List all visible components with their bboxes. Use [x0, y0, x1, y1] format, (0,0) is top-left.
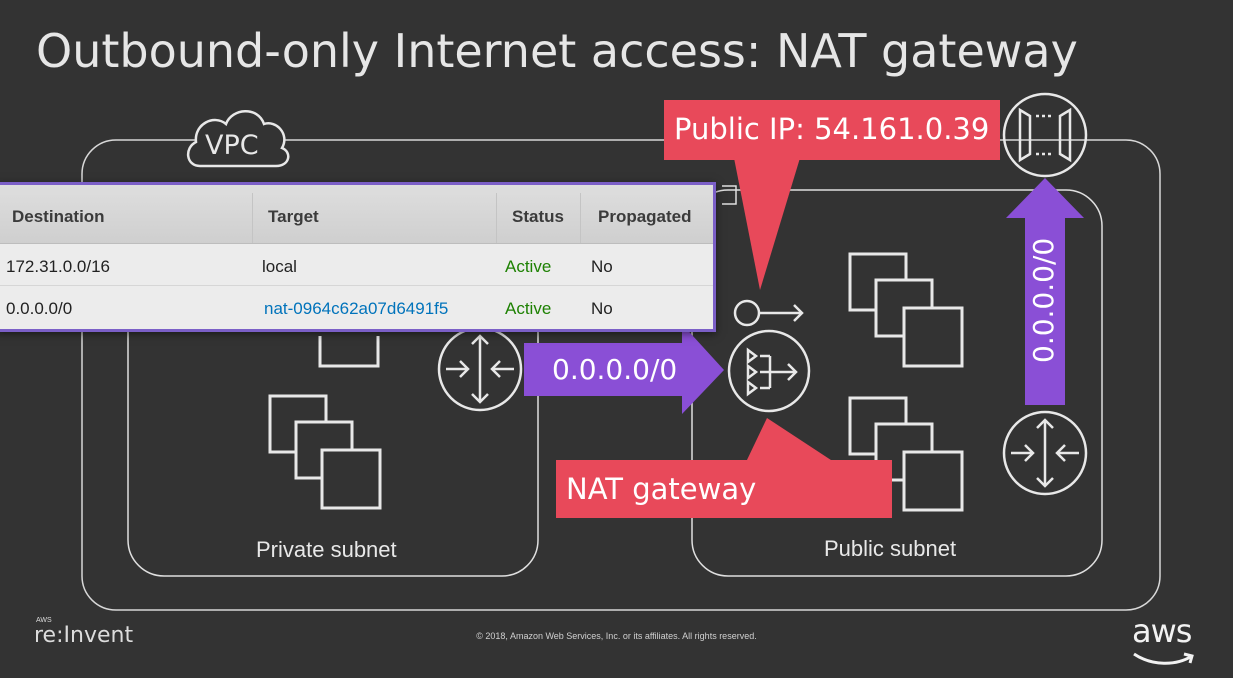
router-icon: [437, 326, 523, 412]
route-arrow-to-nat: [524, 324, 724, 414]
private-instances-top-icon: [318, 336, 380, 368]
public-instances-bottom-icon: [848, 396, 964, 512]
public-instances-top-icon: [848, 252, 964, 368]
public-router-icon: [1002, 410, 1088, 496]
public-subnet-label: Public subnet: [824, 536, 957, 561]
route-2-destination: 0.0.0.0/0: [6, 299, 73, 318]
reinvent-aws-mark: AWS: [36, 617, 52, 624]
internet-gateway-icon: [1002, 92, 1088, 178]
column-header-target[interactable]: Target: [268, 207, 319, 226]
route-2-propagated: No: [591, 299, 613, 318]
slide-title: Outbound-only Internet access: NAT gatew…: [36, 24, 1078, 78]
route-1-propagated: No: [591, 257, 613, 276]
nat-gateway-callout: [556, 418, 892, 518]
column-header-propagated[interactable]: Propagated: [598, 207, 692, 226]
vpc-label: VPC: [205, 130, 259, 161]
route-1-status: Active: [505, 257, 552, 276]
copyright-text: © 2018, Amazon Web Services, Inc. or its…: [476, 631, 757, 641]
route-2-target-link[interactable]: nat-0964c62a07d6491f5: [264, 299, 449, 318]
route-1-destination: 172.31.0.0/16: [6, 257, 110, 276]
column-header-status[interactable]: Status: [512, 207, 564, 226]
public-ip-callout: [664, 100, 1000, 290]
nat-gateway-icon: [727, 329, 811, 413]
vpc-boundary: [81, 139, 1161, 611]
private-instances-icon: [268, 394, 382, 510]
elastic-ip-icon: [733, 299, 804, 327]
subnet-flag-icon: [722, 185, 737, 205]
vpc-cloud-icon: [187, 110, 290, 168]
route-2-status: Active: [505, 299, 552, 318]
route-table: Destination Target Status Propagated 172…: [0, 182, 716, 332]
route-1-target: local: [262, 257, 297, 276]
route-arrow-to-igw-label: 0.0.0.0/0: [1027, 237, 1060, 363]
public-ip-callout-text: Public IP: 54.161.0.39: [674, 112, 990, 146]
private-subnet-label: Private subnet: [256, 537, 397, 562]
aws-smile-icon: [1133, 652, 1194, 665]
aws-logo: aws: [1132, 612, 1194, 665]
nat-gateway-callout-text: NAT gateway: [566, 472, 757, 506]
route-arrow-to-nat-label: 0.0.0.0/0: [552, 353, 678, 386]
column-header-destination[interactable]: Destination: [12, 207, 105, 226]
aws-wordmark: aws: [1132, 612, 1192, 650]
route-arrow-to-igw: [1006, 178, 1084, 405]
reinvent-wordmark: re:Invent: [34, 623, 134, 648]
route-table-header: [0, 185, 713, 244]
